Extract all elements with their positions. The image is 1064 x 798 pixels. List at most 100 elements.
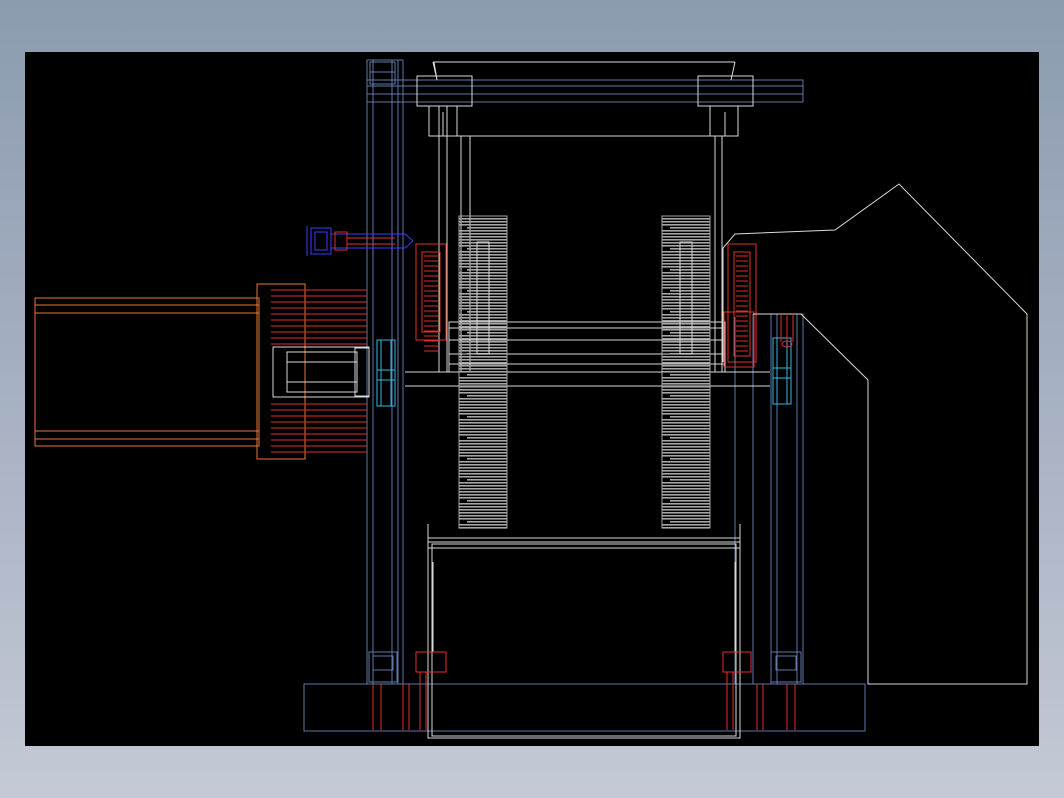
roller-band xyxy=(662,428,710,430)
roller-band xyxy=(459,335,507,337)
roller-band xyxy=(662,302,710,304)
roller-band xyxy=(662,251,710,253)
roller-band xyxy=(662,494,710,496)
roller-band xyxy=(662,314,710,316)
machine-drawing xyxy=(34,59,1028,739)
roller-band xyxy=(459,455,507,457)
roller-band xyxy=(662,245,710,247)
roller-band xyxy=(662,335,710,337)
roller-band xyxy=(670,332,710,334)
base-plate xyxy=(303,683,866,732)
roller-band xyxy=(662,365,710,367)
roller-band xyxy=(459,317,507,319)
roller-band xyxy=(662,443,710,445)
roller-band xyxy=(662,503,710,505)
roller-band xyxy=(459,359,507,361)
roller-band xyxy=(459,383,507,385)
roller-band xyxy=(459,419,507,421)
roller-band xyxy=(459,515,507,517)
roller-band xyxy=(467,227,507,229)
left-coupling xyxy=(376,339,396,407)
roller-band xyxy=(459,257,507,259)
roller-band xyxy=(662,404,710,406)
roller-band xyxy=(662,272,710,274)
roller-band xyxy=(459,524,507,526)
roller-band xyxy=(662,230,710,232)
proximity-sensor xyxy=(306,226,414,256)
roller-band xyxy=(662,425,710,427)
roller-band xyxy=(662,461,710,463)
roller-band xyxy=(459,293,507,295)
roller-band xyxy=(459,398,507,400)
roller-band xyxy=(662,401,710,403)
roller-band xyxy=(467,500,507,502)
roller-band xyxy=(459,527,507,529)
roller-band xyxy=(662,284,710,286)
roller-band xyxy=(459,266,507,268)
roller-band xyxy=(459,308,507,310)
roller-band xyxy=(662,293,710,295)
roller-band xyxy=(662,491,710,493)
roller-band xyxy=(670,227,710,229)
roller-band xyxy=(459,386,507,388)
roller-band xyxy=(459,251,507,253)
roller-band xyxy=(459,377,507,379)
roller-band xyxy=(670,248,710,250)
roller-band xyxy=(467,458,507,460)
roller-band xyxy=(459,254,507,256)
roller-band xyxy=(662,296,710,298)
roller-band xyxy=(467,395,507,397)
roller-band xyxy=(459,401,507,403)
roller-band xyxy=(459,410,507,412)
right-bearing-housing xyxy=(723,243,757,368)
roller-band xyxy=(670,374,710,376)
roller-band xyxy=(459,368,507,370)
roller-band xyxy=(459,281,507,283)
roller-band xyxy=(670,458,710,460)
roller-band xyxy=(662,434,710,436)
roller-band xyxy=(459,278,507,280)
lower-collection-box xyxy=(427,524,741,739)
roller-band xyxy=(662,341,710,343)
roller-band xyxy=(459,365,507,367)
roller-band xyxy=(467,248,507,250)
roller-band xyxy=(662,467,710,469)
roller-shaft xyxy=(476,241,490,355)
roller-shaft xyxy=(679,241,693,355)
roller-band xyxy=(459,323,507,325)
roller-band xyxy=(662,299,710,301)
roller-band xyxy=(459,464,507,466)
roller-band xyxy=(459,299,507,301)
roller-band xyxy=(662,239,710,241)
roller-band xyxy=(662,419,710,421)
roller-band xyxy=(662,224,710,226)
roller-band xyxy=(459,380,507,382)
roller-band xyxy=(662,368,710,370)
roller-band xyxy=(662,446,710,448)
roller-band xyxy=(467,416,507,418)
roller-band xyxy=(662,449,710,451)
roller-band xyxy=(459,260,507,262)
roller-band xyxy=(662,497,710,499)
roller-band xyxy=(467,521,507,523)
roller-band xyxy=(459,467,507,469)
drive-motor xyxy=(34,283,370,460)
roller-band xyxy=(459,446,507,448)
cad-drawing-viewport[interactable] xyxy=(25,52,1039,746)
left-bearing-housing xyxy=(415,243,447,352)
roller-band xyxy=(670,416,710,418)
right-footings xyxy=(722,651,796,730)
roller-band xyxy=(670,437,710,439)
roller-band xyxy=(459,356,507,358)
roller-band xyxy=(670,395,710,397)
roller-band xyxy=(459,506,507,508)
roller-band xyxy=(459,407,507,409)
roller-band xyxy=(459,305,507,307)
roller-band xyxy=(662,431,710,433)
roller-band xyxy=(662,371,710,373)
roller-band xyxy=(459,320,507,322)
roller-band xyxy=(459,497,507,499)
right-pillar-detail xyxy=(780,314,794,348)
roller-band xyxy=(459,329,507,331)
roller-band xyxy=(459,494,507,496)
